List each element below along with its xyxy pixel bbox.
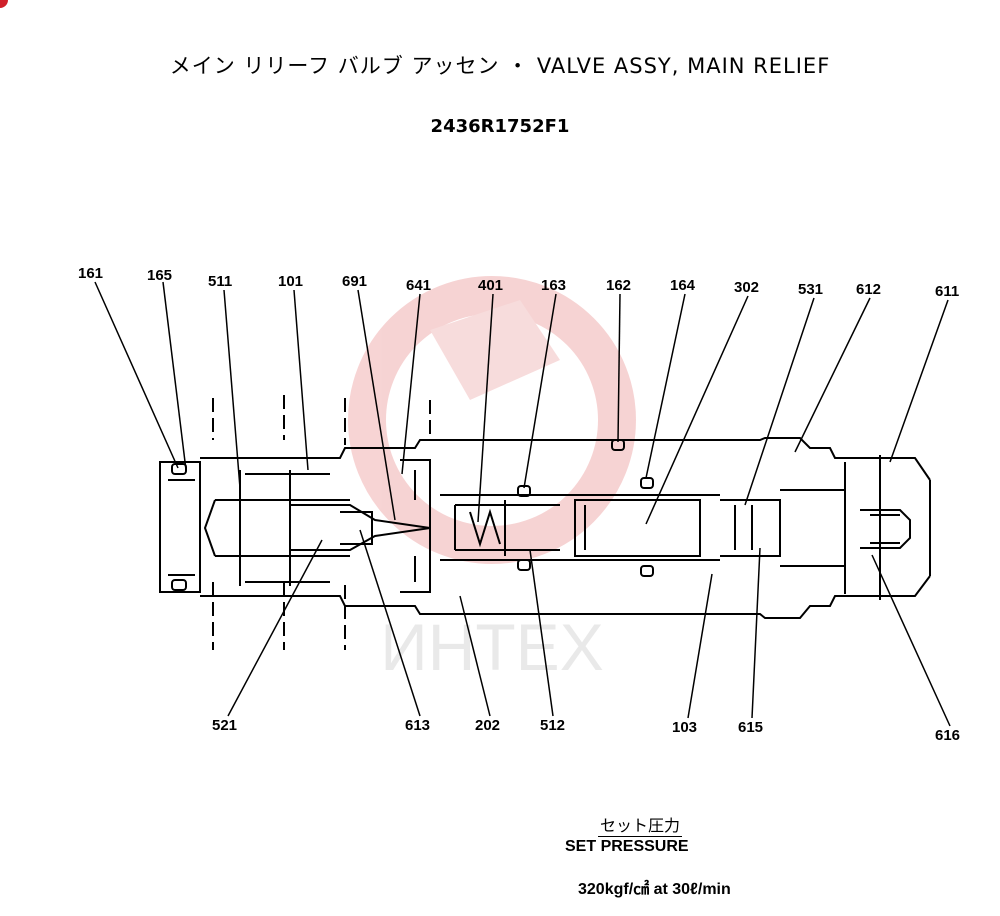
callout-401: 401: [478, 277, 503, 294]
watermark-text: ИНТЕХ: [380, 610, 603, 684]
callout-101: 101: [278, 273, 303, 290]
leader-lines: [94, 281, 951, 727]
callout-161: 161: [78, 265, 103, 282]
callout-103: 103: [672, 719, 697, 736]
callout-162: 162: [606, 277, 631, 294]
part-number: 2436R1752F1: [430, 116, 570, 137]
set-pressure-block: セット圧力 SET PRESSURE 320kgf/㎠ at 30ℓ/min: [560, 812, 810, 899]
valve-body: [159, 437, 931, 619]
callout-165: 165: [147, 267, 172, 284]
callout-164: 164: [670, 277, 696, 294]
corner-stamp-mark: [0, 0, 8, 8]
callout-615: 615: [738, 719, 763, 736]
callout-613: 613: [405, 717, 430, 734]
callout-691: 691: [342, 273, 367, 290]
callout-163: 163: [541, 277, 566, 294]
set-pressure-value: 320kgf/㎠ at 30ℓ/min: [578, 881, 731, 898]
part-callouts: 161 165 511 101 691 641 401 163 162 164 …: [78, 265, 960, 744]
set-pressure-label-en: SET PRESSURE: [565, 838, 689, 855]
callout-612: 612: [856, 281, 881, 298]
callout-611: 611: [935, 283, 959, 300]
callout-616: 616: [935, 727, 960, 744]
callout-512: 512: [540, 717, 565, 734]
callout-531: 531: [798, 281, 823, 298]
port-dashed-lines: [212, 395, 431, 650]
callout-511: 511: [208, 273, 232, 290]
callout-302: 302: [734, 279, 759, 296]
callout-521: 521: [212, 717, 237, 734]
set-pressure-label-jp: セット圧力: [598, 812, 683, 837]
callout-202: 202: [475, 717, 500, 734]
callout-641: 641: [406, 277, 431, 294]
drawing-title: メイン リリーフ バルブ アッセン ・ VALVE ASSY, MAIN REL…: [169, 54, 831, 78]
watermark: ИНТЕХ: [348, 276, 636, 684]
